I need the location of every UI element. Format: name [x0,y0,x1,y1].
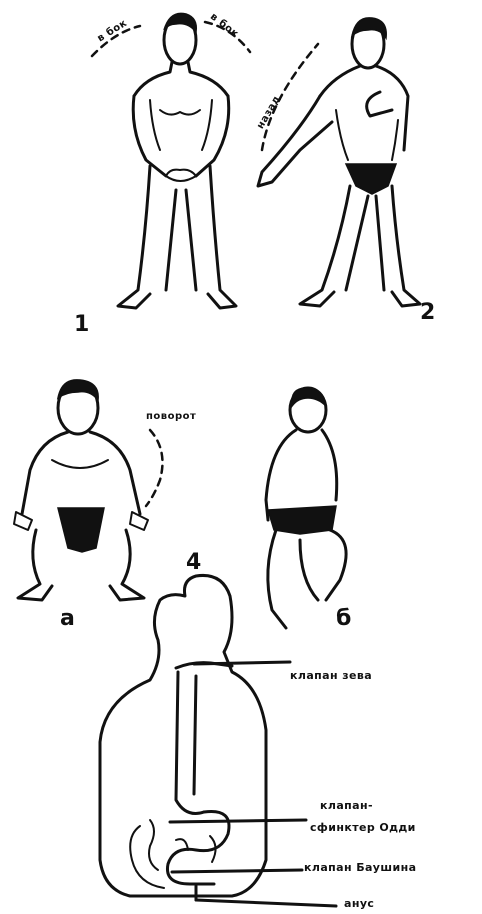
front-torso [322,430,337,500]
right-hand [130,512,148,530]
torso-left [336,110,348,160]
right-leg [392,186,420,306]
left-leg [118,166,150,308]
right-leg-inner [376,196,384,290]
torso-right [202,100,212,150]
anus-label: анус [344,898,374,909]
figure-4-digestive-tract [100,575,336,906]
right-shoulder [188,62,228,96]
left-leg [18,530,52,600]
back-leg [268,530,286,628]
trunks [346,164,396,194]
right-leg-inner [186,190,196,290]
figure-3a-squat-front [14,380,162,600]
body-outline [100,575,266,896]
clasped-hands [166,170,196,181]
leader-line-anus [196,900,336,906]
trunks [58,508,104,552]
right-shoulder-arm [90,432,140,514]
right-leg [110,530,144,600]
oddi-valve-label-line2: сфинктер Одди [310,822,416,833]
rotation-arc [146,430,162,506]
leader-line-bauhin [172,870,302,872]
trunks [268,506,336,534]
figure-2-arm-swing-man [258,18,420,306]
esophagus-right [194,676,196,794]
back [266,430,296,520]
hair [164,13,196,32]
figure-3b-squat-side [266,388,346,628]
hair [352,18,386,38]
rotation-label: поворот [146,412,196,422]
left-arm [133,96,166,176]
oddi-valve-label-line1: клапан- [320,800,373,811]
hair [292,388,326,406]
figure-4-number: 4 [186,552,201,574]
chest [160,110,200,115]
variant-b-label: б [336,608,351,630]
right-shoulder [376,66,408,150]
colon-left [130,826,164,888]
colon-inner [149,820,158,870]
variant-a-label: а [60,608,75,630]
torso-left [150,100,160,150]
left-leg [300,186,350,306]
figure-2-number: 2 [420,302,435,324]
esophagus-left [176,672,204,814]
torso-right [392,120,398,160]
throat-valve-label: клапан зева [290,670,372,681]
hair [58,380,98,400]
left-shoulder [134,62,172,96]
inner-leg [300,540,318,600]
folded-arm [367,92,392,116]
left-shoulder-arm [22,432,68,514]
leader-line-throat [194,662,290,664]
chest [52,460,108,468]
left-hand [14,512,32,530]
left-leg-inner [346,196,368,290]
right-arm [196,96,229,176]
leader-line-oddi [170,820,306,822]
front-leg [326,530,346,600]
left-leg-inner [166,190,176,290]
bauhin-valve-label: клапан Баушина [304,862,416,873]
figure-1-number: 1 [74,314,89,336]
left-shoulder [320,66,360,96]
figure-1-standing-man [92,13,250,308]
right-leg [208,166,236,308]
